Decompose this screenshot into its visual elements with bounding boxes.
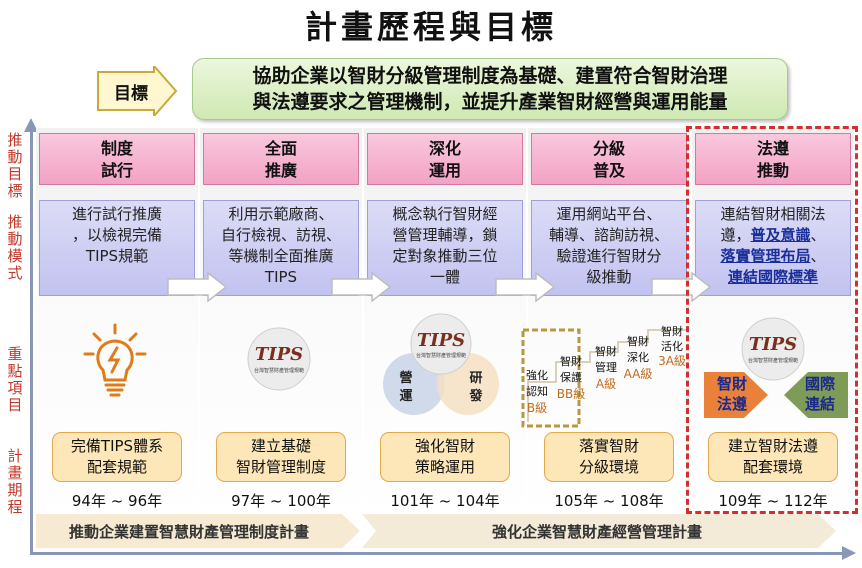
current-phase-highlight [686,126,858,514]
goal-tag: 目標 [96,66,178,116]
progress-arrow-2 [330,272,392,302]
mode-1-line-1: 進行試行推廣 [44,204,190,225]
phase-header-3: 深化 運用 [367,133,523,185]
step-1: 強化 認知 B級 [526,368,548,416]
step-5-a: 智財 [656,324,688,339]
side-label-mode: 推動模式 [4,214,26,282]
mode-3-line-1: 概念執行智財經 [372,204,518,225]
phase-4-line-1: 分級 [532,138,686,160]
phase-header-4: 分級 普及 [531,133,687,185]
mode-4-line-3: 驗證進行智財分 [536,246,682,267]
step-5-b: 活化 [656,339,688,354]
mode-2-line-3: 等機制全面推廣 [208,246,354,267]
lightbulb-icon [82,322,148,400]
step-2-level: BB級 [556,386,586,402]
phase-3-line-1: 深化 [368,138,522,160]
phase-2-line-1: 全面 [204,138,358,160]
period-3: 101年 ~ 104年 [367,490,523,511]
period-1: 94年 ~ 96年 [39,490,195,511]
side-label-goal: 推動目標 [4,132,26,200]
plan-1-label: 推動企業建置智慧財產管理制度計畫 [36,521,342,542]
phase-3-line-2: 運用 [368,160,522,182]
phase-header-2: 全面 推廣 [203,133,359,185]
phase-1-line-1: 制度 [40,138,194,160]
period-2: 97年 ~ 100年 [203,490,359,511]
outcome-box-1: 完備TIPS體系 配套規範 [52,432,182,482]
outcome-3-line-1: 強化智財 [381,436,509,457]
mode-3-line-2: 營管理輔導，鎖 [372,225,518,246]
step-5: 智財 活化 3A級 [656,324,688,369]
period-4: 105年 ~ 108年 [531,490,687,511]
step-2-b: 保護 [556,370,586,386]
mode-1-line-2: ，以檢視完備 [44,225,190,246]
plan-2-label: 強化企業智慧財產經營管理計畫 [362,521,832,542]
outcome-box-2: 建立基礎 智財管理制度 [216,432,346,482]
outcome-box-4: 落實智財 分級環境 [544,432,674,482]
step-3-level: A級 [592,376,620,392]
mode-4-line-2: 輔導、諮詢訪視、 [536,225,682,246]
outcome-2-line-2: 智財管理制度 [217,457,345,478]
outcome-4-line-2: 分級環境 [545,457,673,478]
step-5-level: 3A級 [656,354,688,369]
goal-box: 協助企業以智財分級管理制度為基礎、建置符合智財治理 與法遵要求之管理機制，並提升… [192,58,788,120]
outcome-3-line-2: 策略運用 [381,457,509,478]
tips-logo-text-2: TIPS [417,330,465,351]
tips-logo-sub-2: 台灣智慧財產管理規範 [416,352,466,359]
step-1-level: B級 [526,400,548,416]
vertical-axis [30,130,33,555]
plan-2: 強化企業智慧財產經營管理計畫 [362,514,832,548]
goal-line-1: 協助企業以智財分級管理制度為基礎、建置符合智財治理 [193,63,787,89]
venn-left-char-1: 營 [399,370,412,386]
outcome-1-line-1: 完備TIPS體系 [53,436,181,457]
step-4-b: 深化 [622,350,654,366]
step-2: 智財 保護 BB級 [556,354,586,402]
progress-arrow-1 [166,272,228,302]
step-3-a: 智財 [592,344,620,360]
goal-tag-label: 目標 [114,79,148,104]
venn-diagram: TIPS 台灣智慧財產管理規範 營 運 研 發 [376,312,508,418]
tips-logo-sub-1: 台灣智慧財產管理規範 [254,367,304,374]
step-1-a: 強化 [526,368,548,384]
side-label-focus: 重點項目 [4,346,26,414]
phase-1-line-2: 試行 [40,160,194,182]
venn-left-char-2: 運 [399,389,412,404]
goal-line-2: 與法遵要求之管理機制，並提升產業智財經營與運用能量 [193,89,787,115]
step-4-a: 智財 [622,334,654,350]
phase-4-line-2: 普及 [532,160,686,182]
tips-logo-icon: TIPS 台灣智慧財產管理規範 [246,326,312,392]
mode-4-line-1: 運用網站平台、 [536,204,682,225]
outcome-1-line-2: 配套規範 [53,457,181,478]
page-title: 計畫歷程與目標 [0,2,862,48]
step-4: 智財 深化 AA級 [622,334,654,382]
side-label-period: 計畫期程 [4,448,26,516]
step-3: 智財 管理 A級 [592,344,620,392]
outcome-box-3: 強化智財 策略運用 [380,432,510,482]
step-4-level: AA級 [622,366,654,382]
step-1-b: 認知 [526,384,548,400]
mode-3-line-3: 定對象推動三位 [372,246,518,267]
outcome-4-line-1: 落實智財 [545,436,673,457]
phase-header-1: 制度 試行 [39,133,195,185]
horizontal-axis-arrowhead [842,546,856,560]
progress-arrow-3 [494,272,556,302]
mode-2-line-2: 自行檢視、訪視、 [208,225,354,246]
mode-2-line-1: 利用示範廠商、 [208,204,354,225]
plan-1: 推動企業建置智慧財產管理制度計畫 [36,514,356,548]
step-3-b: 管理 [592,360,620,376]
venn-right-char-1: 研 [469,371,482,386]
step-2-a: 智財 [556,354,586,370]
horizontal-axis [30,552,845,555]
level-staircase: 強化 認知 B級 智財 保護 BB級 智財 管理 A級 智財 深化 AA級 智財… [520,316,688,428]
tips-logo-text-1: TIPS [255,344,303,365]
venn-right-char-2: 發 [468,388,482,404]
outcome-2-line-1: 建立基礎 [217,436,345,457]
mode-1-line-3: TIPS規範 [44,246,190,267]
phase-2-line-2: 推廣 [204,160,358,182]
